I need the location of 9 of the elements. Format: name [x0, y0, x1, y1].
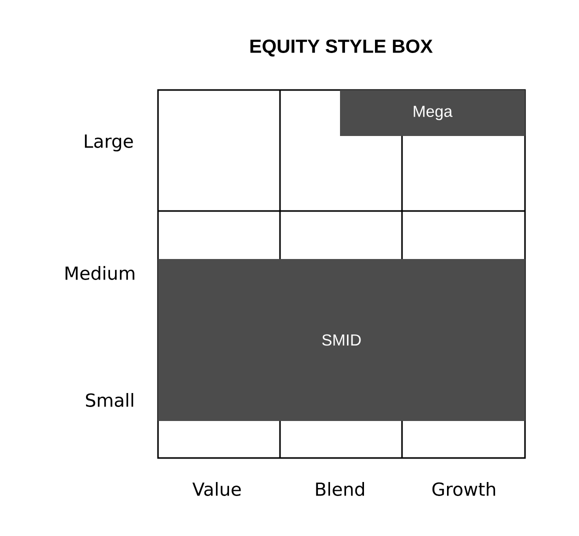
- band: Mega: [340, 90, 525, 136]
- row-label: Large: [84, 134, 133, 152]
- column-label: Blend: [316, 482, 364, 496]
- row-label: Medium: [66, 266, 134, 280]
- column-label: Value: [192, 482, 241, 496]
- band: SMID: [158, 259, 525, 421]
- row-label: Small: [86, 393, 134, 407]
- column-label: Growth: [432, 482, 496, 496]
- title: EQUITY STYLE BOX: [250, 40, 433, 56]
